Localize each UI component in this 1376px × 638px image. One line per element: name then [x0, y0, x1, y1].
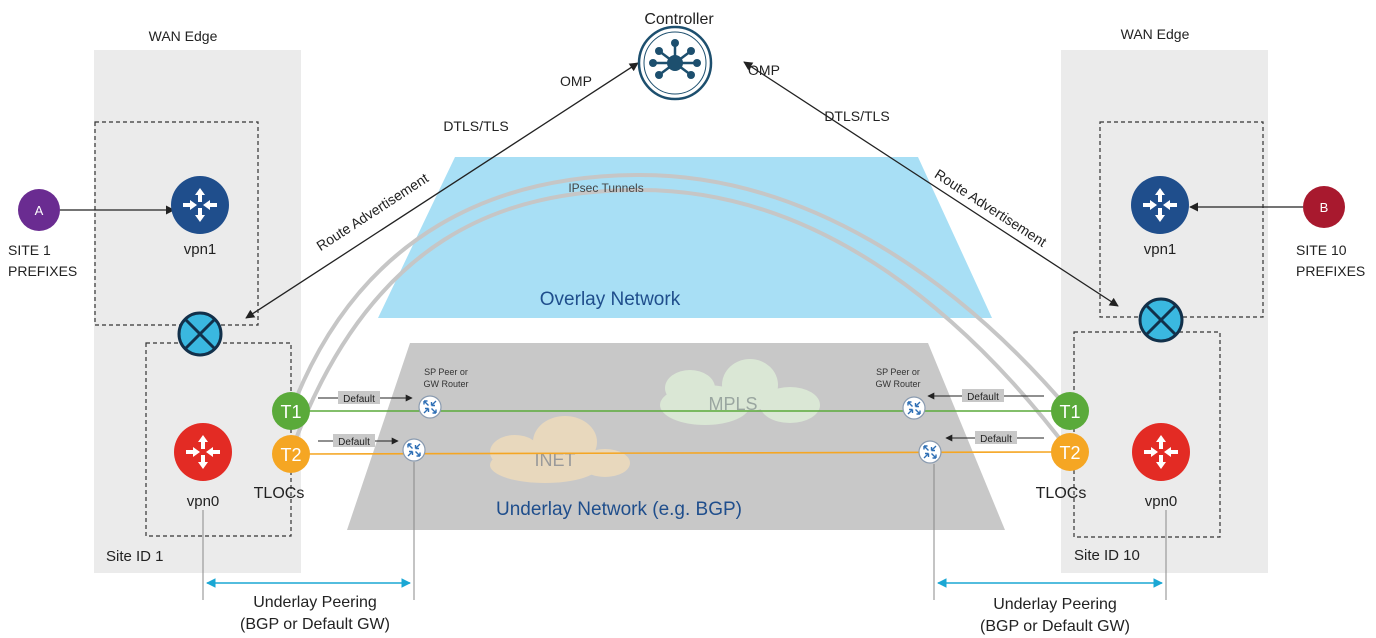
right-t2-tloc-icon [1051, 433, 1089, 471]
left-site-id-label: Site ID 1 [106, 548, 164, 565]
omp-left-label: OMP [560, 73, 592, 89]
right-t1-label: T1 [1059, 402, 1080, 422]
right-t2-label: T2 [1059, 443, 1080, 463]
site10-prefix-label-line2: PREFIXES [1296, 263, 1365, 279]
dtls-left-label: DTLS/TLS [443, 118, 508, 134]
left-tlocs-label: TLOCs [254, 485, 305, 502]
left-t2-label: T2 [280, 445, 301, 465]
left-underlay-peering-line1: Underlay Peering [253, 594, 377, 611]
left-sp-peer-label-line2: GW Router [423, 379, 468, 389]
mpls-cloud [660, 359, 820, 425]
left-t1-tloc-icon [272, 392, 310, 430]
site1-prefix-label-line2: PREFIXES [8, 263, 77, 279]
left-vpn1-box [94, 121, 259, 326]
right-vpn1-box [1099, 121, 1264, 318]
site10-prefix-label-line1: SITE 10 [1296, 242, 1347, 258]
right-wan-edge-label: WAN Edge [1121, 26, 1190, 42]
right-underlay-peering-line1: Underlay Peering [993, 596, 1117, 613]
right-sp-peer-label-line1: SP Peer or [876, 367, 920, 377]
underlay-network-area [347, 343, 1005, 530]
inet-label: INET [534, 450, 575, 470]
ipsec-tunnels-label: IPsec Tunnels [568, 181, 643, 195]
right-sp-peer-label-line2: GW Router [875, 379, 920, 389]
left-underlay-peering-line2: (BGP or Default GW) [240, 616, 390, 633]
right-default-t1-label: Default [967, 392, 999, 403]
omp-right-label: OMP [748, 62, 780, 78]
left-vpn1-router-icon [171, 176, 229, 234]
right-vpn1-router-icon [1131, 176, 1189, 234]
dtls-right-label: DTLS/TLS [824, 108, 889, 124]
left-default-t1-label: Default [343, 394, 375, 405]
host-b-icon [1303, 186, 1345, 228]
overlay-network-area [378, 157, 992, 318]
right-site-id-label: Site ID 10 [1074, 547, 1140, 564]
left-t2-tloc-icon [272, 435, 310, 473]
site1-prefix-label-line1: SITE 1 [8, 242, 51, 258]
left-vpn0-label: vpn0 [187, 493, 220, 510]
right-t1-tloc-icon [1051, 392, 1089, 430]
host-a-label: A [35, 203, 44, 218]
left-sp-peer-label-line1: SP Peer or [424, 367, 468, 377]
right-omp-arrow [743, 61, 1119, 307]
host-a-icon [18, 189, 60, 231]
right-sp-router-inet-icon [918, 440, 942, 464]
right-vpn0-router-icon [1132, 423, 1190, 481]
left-omp-arrow [245, 62, 639, 319]
left-sp-router-mpls-icon [418, 395, 442, 419]
right-vedge-icon [1138, 297, 1184, 343]
inet-cloud [490, 416, 630, 483]
left-vpn1-label: vpn1 [184, 241, 217, 258]
left-vpn0-router-icon [174, 423, 232, 481]
right-default-t2-label: Default [980, 434, 1012, 445]
left-wan-edge-label: WAN Edge [149, 28, 218, 44]
controller-label: Controller [644, 11, 714, 28]
left-vedge-icon [177, 311, 223, 357]
right-vpn1-label: vpn1 [1144, 241, 1177, 258]
right-vpn0-label: vpn0 [1145, 493, 1178, 510]
right-underlay-peering-line2: (BGP or Default GW) [980, 618, 1130, 635]
underlay-network-label: Underlay Network (e.g. BGP) [496, 499, 742, 520]
right-sp-router-mpls-icon [902, 396, 926, 420]
mpls-label: MPLS [708, 394, 757, 414]
host-b-label: B [1320, 200, 1329, 215]
left-default-t2-label: Default [338, 437, 370, 448]
overlay-network-label: Overlay Network [540, 289, 681, 310]
left-sp-router-inet-icon [402, 438, 426, 462]
right-tlocs-label: TLOCs [1036, 485, 1087, 502]
left-t1-label: T1 [280, 402, 301, 422]
controller-hub-icon [637, 25, 713, 101]
